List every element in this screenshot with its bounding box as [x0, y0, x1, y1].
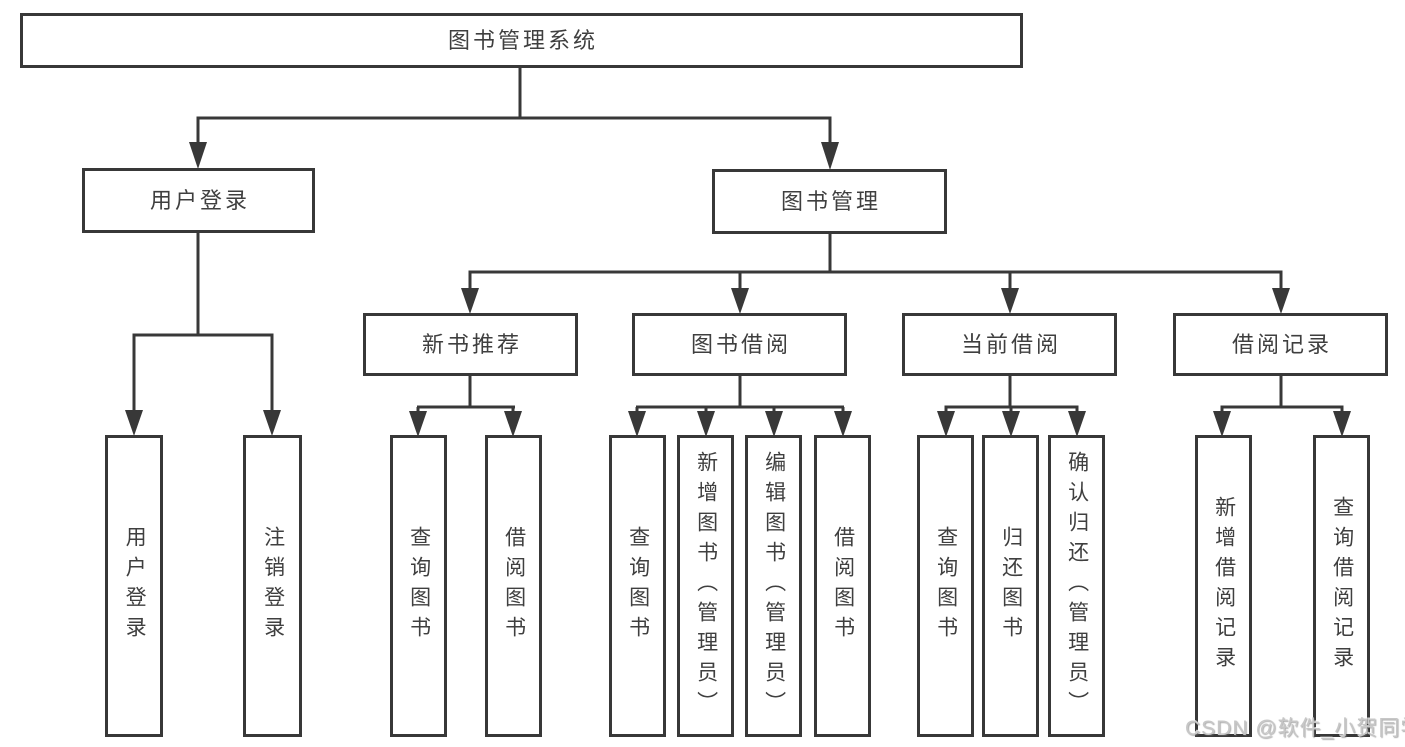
edge-new-book-recommend-to-leaves: [409, 374, 522, 437]
leaf-label: 借阅图书: [502, 526, 526, 646]
edge-book-management-to-level3: [461, 232, 1290, 314]
leaf-label: 查询图书: [626, 526, 650, 646]
edge-borrowing-records-to-leaves: [1213, 374, 1351, 437]
node-book-borrowing: 图书借阅: [632, 313, 847, 376]
leaf-label: 查询图书: [407, 526, 431, 646]
node-current-borrowing: 当前借阅: [902, 313, 1117, 376]
node-book-management: 图书管理: [712, 169, 947, 234]
leaf-label: 注销登录: [261, 526, 285, 646]
node-label: 当前借阅: [960, 331, 1061, 357]
leaf-user-login: 用户登录: [105, 435, 163, 737]
edge-user-login-to-leaves: [125, 231, 281, 436]
node-label: 新书推荐: [421, 331, 522, 357]
watermark-text: CSDN @软件_小贺同学: [1185, 717, 1405, 740]
leaf-edit-book-admin: 编辑图书（管理员）: [745, 435, 802, 737]
node-user-login: 用户登录: [82, 168, 315, 233]
leaf-logout: 注销登录: [243, 435, 302, 737]
node-borrowing-records: 借阅记录: [1173, 313, 1388, 376]
leaf-label: 确认归还（管理员）: [1065, 451, 1089, 721]
leaf-label: 用户登录: [123, 526, 147, 646]
leaf-label: 借阅图书: [831, 526, 855, 646]
node-library-management-system: 图书管理系统: [20, 13, 1023, 68]
node-label: 图书管理系统: [447, 27, 598, 53]
edge-current-borrowing-to-leaves: [937, 374, 1086, 437]
node-label: 图书借阅: [690, 331, 791, 357]
leaf-return-books: 归还图书: [982, 435, 1039, 737]
leaf-add-book-admin: 新增图书（管理员）: [677, 435, 734, 737]
leaf-label: 归还图书: [999, 526, 1023, 646]
leaf-label: 新增借阅记录: [1212, 496, 1236, 676]
leaf-query-books-3: 查询图书: [917, 435, 974, 737]
node-label: 借阅记录: [1231, 331, 1332, 357]
node-new-book-recommend: 新书推荐: [363, 313, 578, 376]
edge-book-borrowing-to-leaves: [628, 374, 852, 437]
leaf-borrow-books-2: 借阅图书: [814, 435, 871, 737]
edge-root-to-level2: [189, 66, 839, 170]
leaf-label: 新增图书（管理员）: [694, 451, 718, 721]
leaf-label: 编辑图书（管理员）: [762, 451, 786, 721]
leaf-add-borrow-record: 新增借阅记录: [1195, 435, 1252, 737]
leaf-borrow-books-1: 借阅图书: [485, 435, 542, 737]
leaf-label: 查询借阅记录: [1330, 496, 1354, 676]
node-label: 用户登录: [149, 187, 250, 213]
leaf-confirm-return-admin: 确认归还（管理员）: [1048, 435, 1105, 737]
leaf-query-books-1: 查询图书: [390, 435, 447, 737]
leaf-query-borrow-record: 查询借阅记录: [1313, 435, 1370, 737]
leaf-query-books-2: 查询图书: [609, 435, 666, 737]
leaf-label: 查询图书: [934, 526, 958, 646]
node-label: 图书管理: [780, 188, 881, 214]
